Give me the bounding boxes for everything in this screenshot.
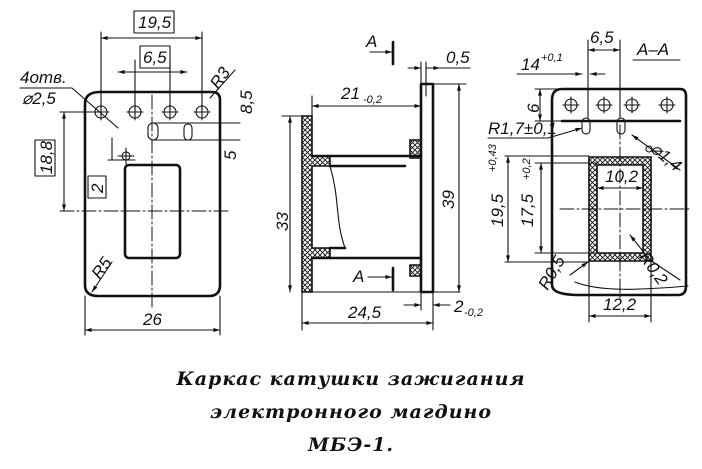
dim-top-height: 6 — [524, 103, 543, 113]
dim-width: 26 — [142, 310, 162, 329]
section-mark-bottom: А — [352, 267, 364, 286]
dim-holes-span: 19,5 — [138, 13, 172, 32]
section-title: А–А — [636, 40, 669, 59]
dim-thickness: 0,5 — [446, 48, 470, 67]
dim-outer-height: 19,5 — [488, 193, 507, 227]
section-mark-top: А — [365, 32, 377, 51]
dim-inner-height: 17,5 — [518, 193, 537, 227]
dim-inner-length: 21 — [340, 84, 360, 103]
section-aa-view: А–А 6,5 14 +0,1 6 R1,7±0,1 ⌀1,4 — [487, 28, 691, 323]
dim-small-2: 2 — [88, 183, 107, 194]
front-view: 19,5 6,5 4отв. ⌀2,5 R3 8,5 5 18,8 2 R5 2… — [19, 10, 256, 336]
dim-center-height: 18,8 — [37, 140, 56, 174]
dim-slot-offset: 8,5 — [237, 90, 256, 114]
dim-pitch: 6,5 — [590, 28, 614, 47]
dim-right-height: 39 — [439, 190, 458, 209]
dim-left-height: 33 — [273, 212, 292, 231]
caption-line3: МБЭ-1. — [307, 434, 395, 456]
caption-line2: электронного магдино — [209, 401, 493, 423]
dim-overall-length: 24,5 — [347, 303, 382, 322]
dim-inner-length-tol: -0,2 — [363, 94, 382, 106]
mounting-holes — [92, 103, 211, 121]
dim-radius-outer: R0,5 — [535, 252, 570, 293]
dim-hole-pitch: 6,5 — [143, 48, 167, 67]
holes-note-line1: 4отв. — [20, 68, 67, 87]
dim-offset-tol: +0,1 — [541, 52, 563, 64]
dim-outer-height-tol: +0,43 — [487, 143, 499, 172]
dim-slot-radius: R1,7±0,1 — [488, 119, 557, 138]
dim-outer-width: 12,2 — [603, 295, 637, 314]
holes-note-line2: ⌀2,5 — [22, 89, 56, 108]
dim-flange: 2 — [453, 297, 464, 316]
section-holes — [562, 96, 676, 114]
dim-radius-r3: R3 — [206, 63, 234, 92]
dim-radius-inner: R0,2 — [635, 248, 671, 289]
dim-slot-height: 5 — [221, 150, 240, 160]
dim-inner-height-tol: +0,2 — [521, 158, 533, 180]
dim-offset: 14 — [521, 55, 540, 74]
caption-line1: Каркас катушки зажигания — [176, 368, 526, 390]
dim-flange-tol: -0,2 — [464, 307, 483, 319]
dim-inner-width: 10,2 — [605, 167, 639, 186]
side-view: А А 0,5 21 -0,2 33 39 24,5 2 -0,2 — [273, 32, 483, 331]
